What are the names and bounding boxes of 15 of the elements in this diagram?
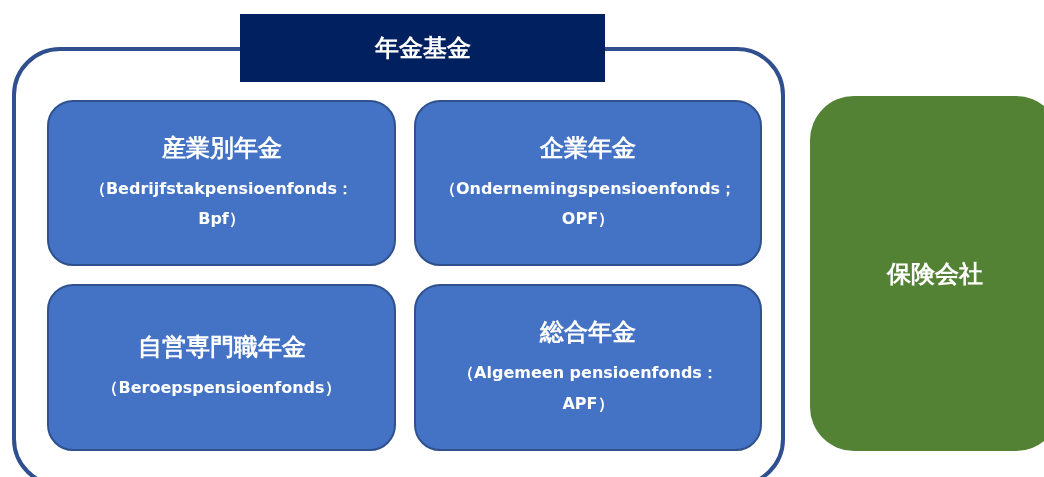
box-subtitle: （Algemeen pensioenfonds：APF） bbox=[457, 362, 719, 415]
title-band: 年金基金 bbox=[240, 14, 605, 82]
box-subtitle: （Ondernemingspensioenfonds；OPF） bbox=[438, 177, 738, 230]
box-subtitle: （Beroepspensioenfonds） bbox=[102, 377, 341, 400]
insurer-box bbox=[810, 96, 1044, 451]
box-title: 産業別年金 bbox=[161, 132, 282, 164]
box-title: 総合年金 bbox=[540, 317, 636, 349]
box-title: 保険会社 bbox=[887, 258, 983, 290]
box-title: 自営専門職年金 bbox=[137, 332, 306, 364]
fund-type-box bbox=[414, 100, 762, 266]
fund-type-box bbox=[47, 100, 396, 266]
box-title: 企業年金 bbox=[540, 132, 636, 164]
fund-type-box bbox=[47, 284, 396, 451]
fund-type-box bbox=[414, 284, 762, 451]
box-subtitle: （Bedrijfstakpensioenfonds：Bpf） bbox=[88, 177, 355, 230]
